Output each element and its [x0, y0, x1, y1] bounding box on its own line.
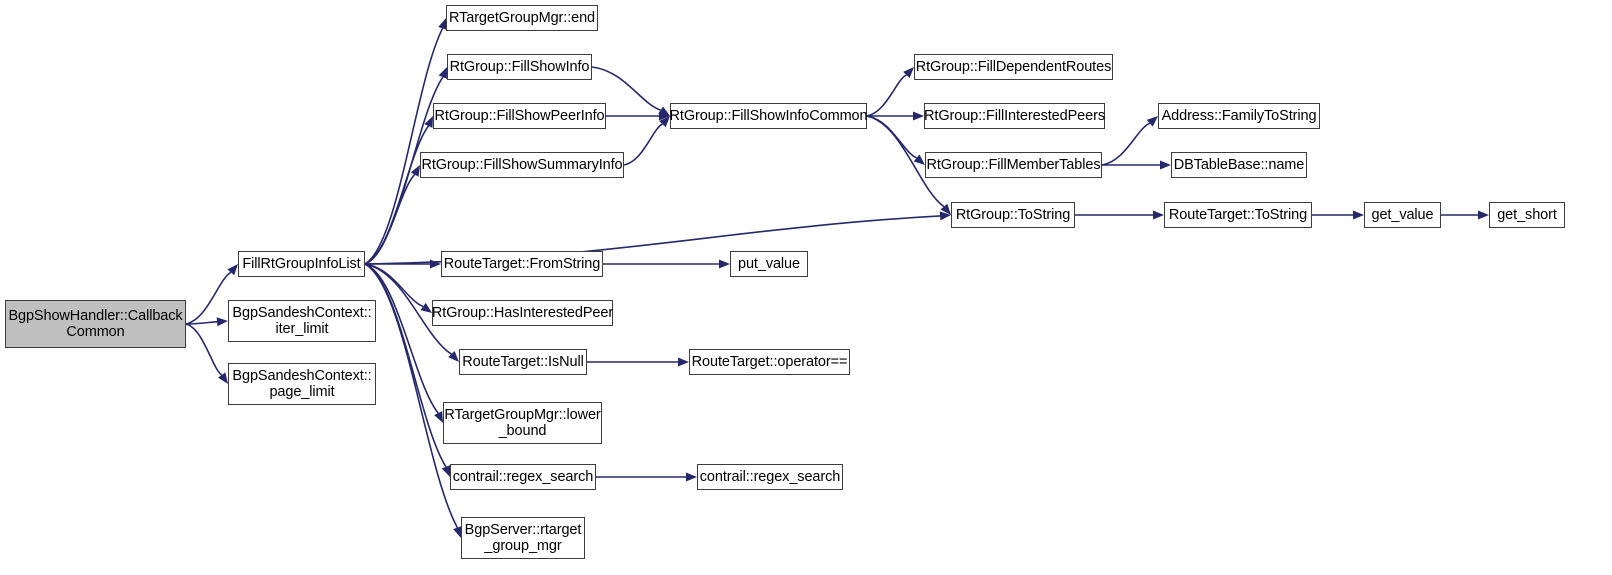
graph-edge-arrowhead [658, 106, 670, 116]
graph-node-lower_bound[interactable]: RTargetGroupMgr::lower _bound [443, 402, 602, 444]
graph-node-fill_dependent_routes[interactable]: RtGroup::FillDependentRoutes [914, 54, 1113, 80]
graph-node-dbtablebase_name[interactable]: DBTableBase::name [1171, 152, 1307, 178]
graph-edge-fill_rt_group_info_list-to-regex_search_left [364, 263, 447, 468]
graph-node-fill_show_peer_info[interactable]: RtGroup::FillShowPeerInfo [433, 103, 606, 129]
graph-node-routetarget_tostring[interactable]: RouteTarget::ToString [1164, 202, 1312, 228]
graph-node-put_value[interactable]: put_value [730, 251, 808, 277]
graph-edge-arrowhead [903, 67, 914, 79]
graph-edge-arrowhead [1478, 210, 1489, 220]
graph-node-fill_show_info[interactable]: RtGroup::FillShowInfo [447, 54, 592, 80]
graph-node-is_null[interactable]: RouteTarget::IsNull [459, 349, 587, 375]
graph-node-operator_eq[interactable]: RouteTarget::operator== [689, 349, 850, 375]
graph-edge-fill_show_info_common-to-fill_dependent_routes [866, 74, 907, 117]
graph-edge-fill_rt_group_info_list-to-fill_show_peer_info [364, 125, 430, 265]
graph-node-callback_common[interactable]: BgpShowHandler::Callback Common [5, 300, 186, 348]
graph-node-regex_search_right[interactable]: contrail::regex_search [697, 464, 843, 490]
graph-node-get_short[interactable]: get_short [1489, 202, 1565, 228]
graph-node-fill_rt_group_info_list[interactable]: FillRtGroupInfoList [238, 251, 365, 277]
graph-edge-fill_rt_group_info_list-to-fill_show_summary_info [364, 174, 416, 265]
graph-node-get_value[interactable]: get_value [1364, 202, 1441, 228]
graph-edge-arrowhead [913, 111, 924, 121]
graph-edge-fill_member_tables-to-family_to_string [1101, 122, 1151, 166]
graph-node-rtgroup_tostring[interactable]: RtGroup::ToString [951, 202, 1075, 228]
graph-node-fill_show_summary_info[interactable]: RtGroup::FillShowSummaryInfo [420, 152, 624, 178]
graph-edge-arrowhead [678, 357, 689, 367]
graph-node-fill_interested_peers[interactable]: RtGroup::FillInterestedPeers [924, 103, 1105, 129]
graph-edge-fill_show_info_common-to-fill_member_tables [866, 115, 917, 159]
graph-edge-arrowhead [448, 350, 459, 362]
graph-node-regex_search_left[interactable]: contrail::regex_search [450, 464, 596, 490]
graph-node-family_to_string[interactable]: Address::FamilyToString [1158, 103, 1320, 129]
graph-edge-arrowhead [719, 259, 730, 269]
graph-edge-arrowhead [218, 372, 228, 384]
graph-node-fill_member_tables[interactable]: RtGroup::FillMemberTables [925, 152, 1102, 178]
graph-edge-arrowhead [940, 203, 951, 215]
graph-edge-arrowhead [913, 154, 925, 165]
graph-edge-arrowhead [438, 67, 447, 79]
graph-edge-callback_common-to-page_limit [185, 323, 223, 376]
graph-node-rtarget_group_mgr_end[interactable]: RTargetGroupMgr::end [446, 5, 598, 31]
graph-edge-arrowhead [939, 211, 951, 221]
graph-edge-fill_show_summary_info-to-fill_show_info_common [623, 123, 663, 166]
graph-edge-arrowhead [434, 411, 443, 423]
graph-edge-arrowhead [410, 165, 420, 177]
graph-node-iter_limit[interactable]: BgpSandeshContext:: iter_limit [228, 300, 376, 342]
graph-node-page_limit[interactable]: BgpSandeshContext:: page_limit [228, 363, 376, 405]
graph-edge-arrowhead [430, 259, 441, 269]
graph-edge-arrowhead [216, 317, 228, 327]
graph-edge-arrowhead [1146, 116, 1158, 127]
graph-node-fill_show_info_common[interactable]: RtGroup::FillShowInfoCommon [670, 103, 868, 129]
graph-edge-arrowhead [227, 264, 238, 276]
graph-edge-arrowhead [1353, 210, 1364, 220]
graph-node-rtarget_group_mgr[interactable]: BgpServer::rtarget _group_mgr [461, 517, 585, 559]
graph-edge-arrowhead [1160, 160, 1171, 170]
graph-edge-arrowhead [424, 116, 433, 128]
graph-edge-callback_common-to-fill_rt_group_info_list [185, 271, 232, 325]
graph-edge-arrowhead [686, 472, 697, 482]
graph-edge-fill_rt_group_info_list-to-rtarget_group_mgr_end [364, 28, 444, 265]
graph-edge-callback_common-to-iter_limit [185, 320, 218, 325]
graph-edge-arrowhead [420, 302, 432, 313]
graph-edge-arrowhead [659, 116, 670, 128]
graph-edge-arrowhead [659, 111, 670, 121]
graph-node-from_string[interactable]: RouteTarget::FromString [441, 251, 603, 277]
graph-node-has_interested_peer[interactable]: RtGroup::HasInterestedPeer [432, 300, 613, 326]
graph-edge-arrowhead [1153, 210, 1164, 220]
graph-edge-arrowhead [441, 465, 451, 477]
